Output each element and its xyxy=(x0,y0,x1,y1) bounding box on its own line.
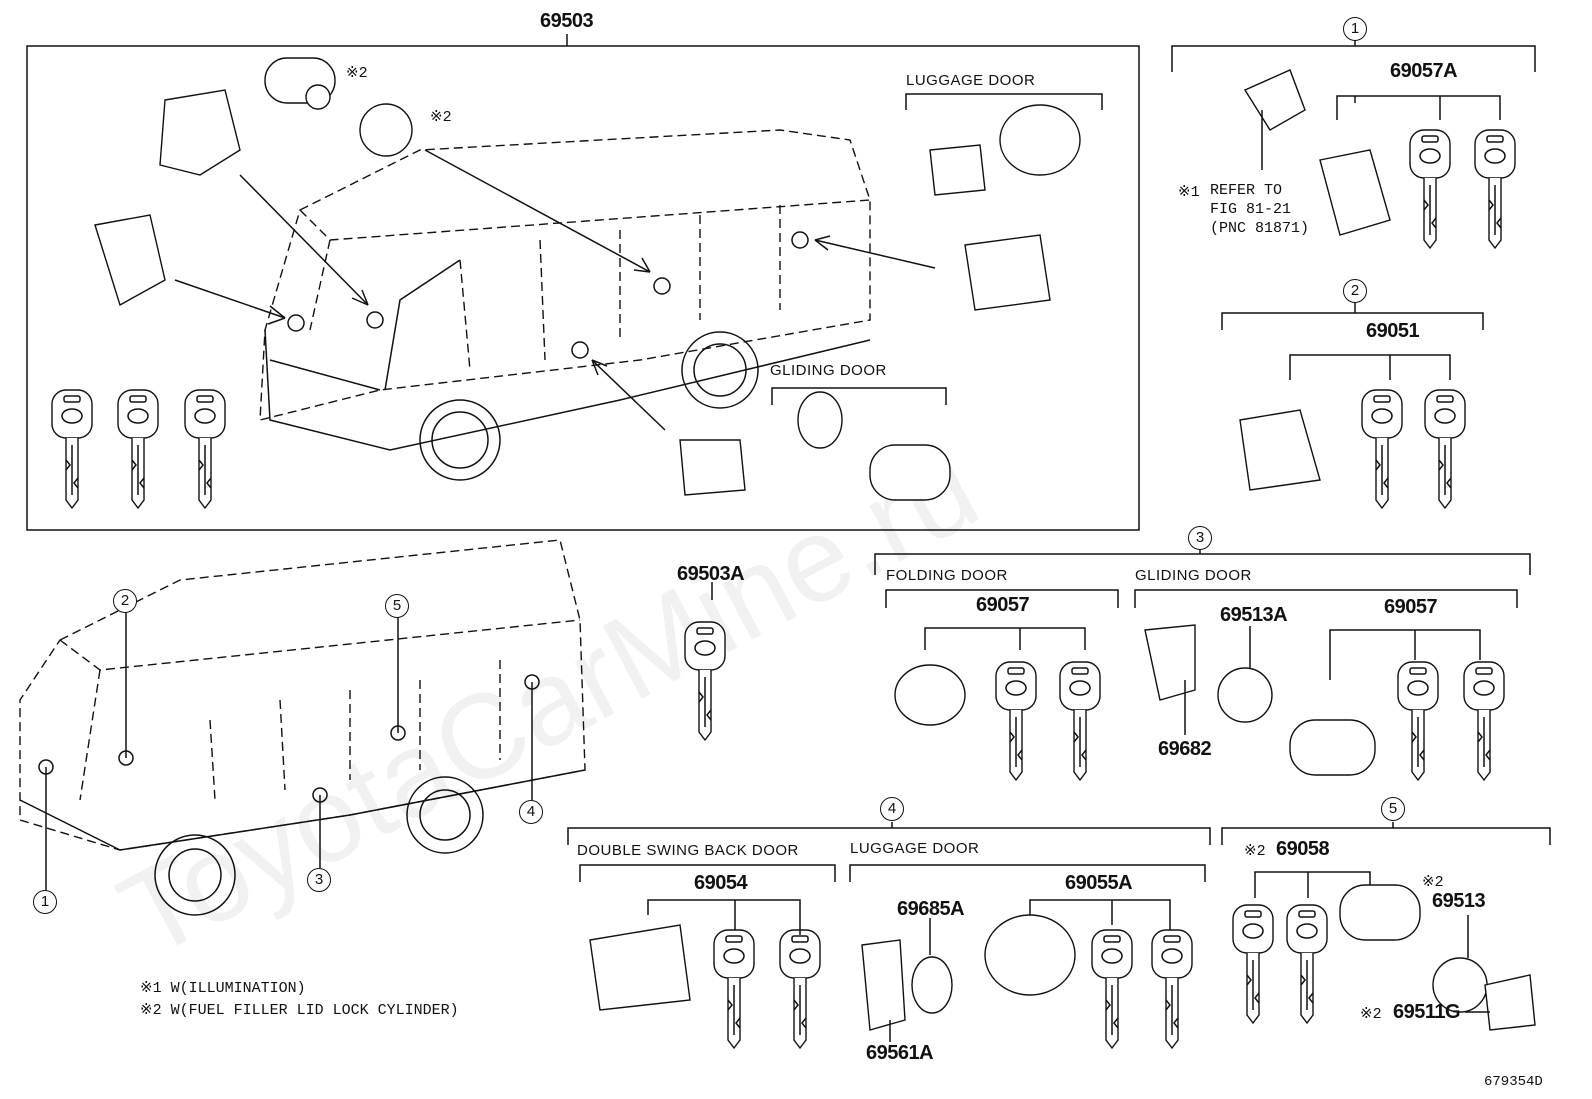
key-icon xyxy=(995,661,1037,782)
part-number-69057A: 69057A xyxy=(1390,60,1458,82)
note-mark: ※2 xyxy=(1422,874,1444,891)
part-number-69685A: 69685A xyxy=(897,898,965,920)
key-icon xyxy=(1397,661,1439,782)
part-number-69503A: 69503A xyxy=(677,563,745,585)
top-parts xyxy=(94,57,1081,501)
bracket-69057-a xyxy=(924,627,1086,650)
key-icon xyxy=(117,389,159,510)
part-number-69057: 69057 xyxy=(976,594,1030,616)
part-number-69511G: 69511G xyxy=(1393,1001,1461,1023)
bracket-luggage-4 xyxy=(849,864,1206,882)
bracket-group2 xyxy=(1221,312,1484,330)
note-mark: ※2 xyxy=(346,65,368,82)
part-number-69513A: 69513A xyxy=(1220,604,1288,626)
key-icon xyxy=(184,389,226,510)
bus-callout-1: 1 xyxy=(33,890,57,914)
bracket-69051 xyxy=(1289,354,1451,380)
group-number-5: 5 xyxy=(1381,797,1405,821)
bracket-group5 xyxy=(1221,827,1551,845)
part-number-69682: 69682 xyxy=(1158,738,1212,760)
refer-text-line1: REFER TO xyxy=(1210,182,1283,199)
key-icon xyxy=(1409,129,1451,250)
bus-callout-4: 4 xyxy=(519,800,543,824)
label-double-swing-back-door: DOUBLE SWING BACK DOOR xyxy=(577,842,799,859)
bracket-69057A xyxy=(1336,95,1501,120)
note-mark: ※2 xyxy=(430,109,452,126)
part-number-69055A: 69055A xyxy=(1065,872,1133,894)
bracket-group1 xyxy=(1171,45,1536,72)
key-icon xyxy=(1151,929,1193,1050)
bracket-folding xyxy=(885,589,1119,608)
part-number-69054: 69054 xyxy=(694,872,748,894)
key-icon xyxy=(779,929,821,1050)
figure-code: 679354D xyxy=(1484,1074,1543,1090)
part-number-69561A: 69561A xyxy=(866,1042,934,1064)
label-luggage-door-4: LUGGAGE DOOR xyxy=(850,840,980,857)
top-arrows xyxy=(174,149,936,431)
label-gliding-door-3: GLIDING DOOR xyxy=(1135,567,1252,584)
part-number-69057: 69057 xyxy=(1384,596,1438,618)
group-number-1: 1 xyxy=(1343,17,1367,41)
bracket-group3 xyxy=(874,553,1531,575)
bus-callout-5: 5 xyxy=(385,594,409,618)
top-bus-outline xyxy=(259,129,871,481)
group-number-2: 2 xyxy=(1343,279,1367,303)
key-icon xyxy=(51,389,93,510)
group-parts xyxy=(589,69,1536,1031)
label-luggage-door-top: LUGGAGE DOOR xyxy=(906,72,1036,89)
key-icon xyxy=(1424,389,1466,510)
key-icon xyxy=(684,621,726,742)
footnote-1: ※1 W(ILLUMINATION) xyxy=(140,980,306,997)
bus-callout-2: 2 xyxy=(113,589,137,613)
keys-layer xyxy=(51,129,1516,1050)
key-icon xyxy=(1474,129,1516,250)
bracket-gliding-3 xyxy=(1134,589,1518,608)
bracket-69054 xyxy=(647,899,801,935)
note-mark: ※2 xyxy=(1360,1006,1382,1023)
key-icon xyxy=(1463,661,1505,782)
bracket-69057-b xyxy=(1329,629,1481,680)
key-icon xyxy=(1232,904,1274,1025)
note-mark: ※2 xyxy=(1244,843,1266,860)
group-number-3: 3 xyxy=(1188,526,1212,550)
part-number-69051: 69051 xyxy=(1366,320,1420,342)
bracket-group4 xyxy=(567,827,1211,845)
key-icon xyxy=(713,929,755,1050)
bus-callout-3: 3 xyxy=(307,868,331,892)
part-number-69058: 69058 xyxy=(1276,838,1330,860)
watermark-text: ToyotaCarMine.ru xyxy=(99,420,998,983)
bracket-69058 xyxy=(1254,871,1371,898)
key-icon xyxy=(1361,389,1403,510)
bracket-double-swing xyxy=(579,864,836,882)
note-mark: ※1 xyxy=(1178,184,1200,201)
part-number-69503: 69503 xyxy=(540,10,594,32)
label-gliding-door-top: GLIDING DOOR xyxy=(770,362,887,379)
refer-text-line3: (PNC 81871) xyxy=(1210,220,1310,237)
key-icon xyxy=(1091,929,1133,1050)
top-group-box xyxy=(26,45,1140,531)
bracket-69055A xyxy=(1029,899,1171,930)
refer-text-line2: FIG 81-21 xyxy=(1210,201,1292,218)
part-number-69513: 69513 xyxy=(1432,890,1486,912)
key-icon xyxy=(1286,904,1328,1025)
bottom-bus-outline xyxy=(19,539,586,916)
footnote-2: ※2 W(FUEL FILLER LID LOCK CYLINDER) xyxy=(140,1002,459,1019)
group-number-4: 4 xyxy=(880,797,904,821)
bracket-gliding-top xyxy=(771,387,947,405)
label-folding-door: FOLDING DOOR xyxy=(886,567,1008,584)
bracket-luggage-top xyxy=(905,93,1103,110)
key-icon xyxy=(1059,661,1101,782)
